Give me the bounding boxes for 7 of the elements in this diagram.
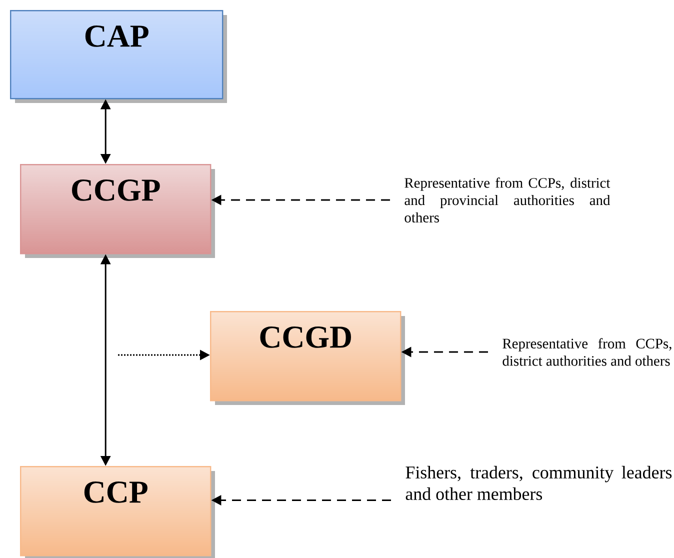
process-box: CCP: [20, 466, 215, 558]
process-box: CCGP: [20, 164, 215, 258]
process-box: CAP: [10, 10, 227, 103]
description-text: Representative from CCPs, district and provincial authorities and others: [404, 178, 610, 222]
description-text: Representative from CCPs, district authorities and others: [502, 338, 672, 366]
process-box: CCGD: [210, 311, 405, 405]
description-text: Fishers, traders, community leaders and other members: [406, 466, 672, 500]
